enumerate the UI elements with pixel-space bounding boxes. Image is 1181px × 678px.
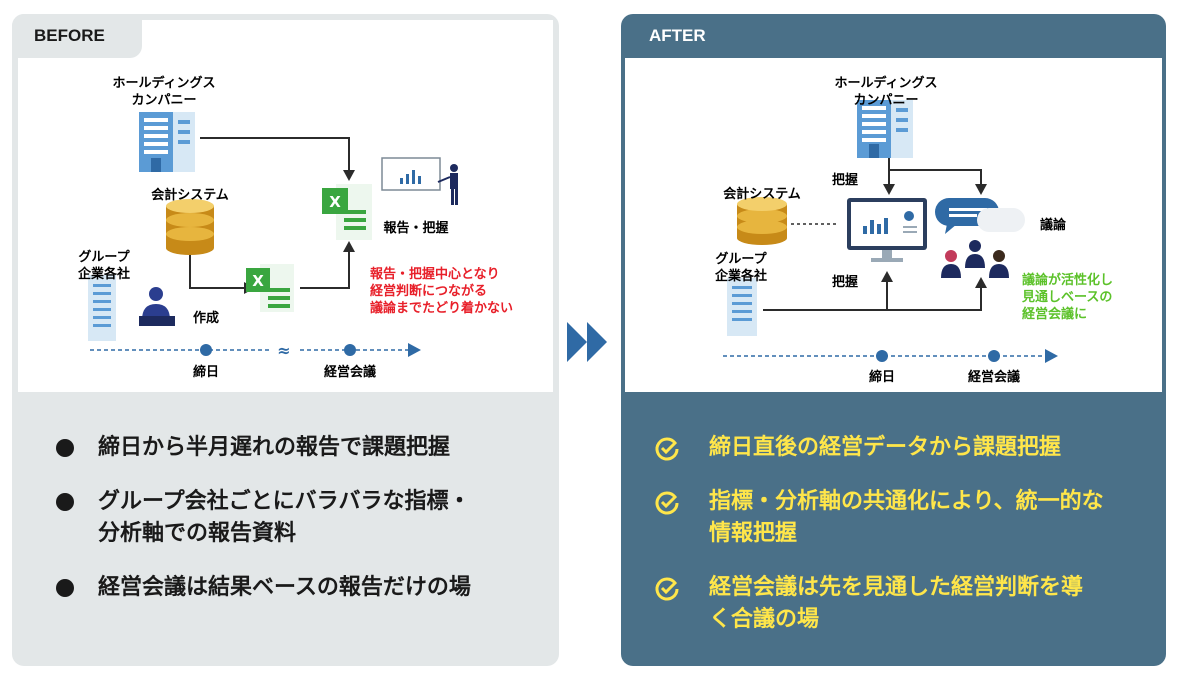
before-bullet-item: 経営会議は結果ベースの報告だけの場 [12, 572, 559, 604]
holdings-to-report-connector [200, 137, 350, 172]
timeline-arrow-head [408, 343, 421, 357]
building-icon [857, 100, 913, 158]
report-label: 報告・把握 [383, 220, 448, 236]
timeline-label-meeting: 経営会議 [324, 364, 376, 380]
bullet-dot-icon [56, 439, 74, 457]
timeline-point [200, 344, 212, 356]
check-circle-icon [655, 491, 679, 515]
building-icon [139, 112, 195, 172]
timeline-label-meeting: 経営会議 [968, 369, 1020, 385]
database-icon [166, 199, 214, 255]
discussion-label: 議論 [1040, 217, 1067, 233]
after-bullet-item: 締日直後の経営データから課題把握 [621, 432, 1166, 464]
before-bullet-item: グループ会社ごとにバラバラな指標・ 分析軸での報告資料 [12, 486, 559, 550]
timeline-arrow-head [1045, 349, 1058, 363]
company-building-icon [727, 278, 757, 336]
arrow-head [975, 184, 987, 195]
person-laptop-icon [139, 287, 175, 326]
group-to-discussion-connector [763, 286, 982, 311]
create-label: 作成 [193, 310, 219, 326]
transition-arrows-icon [567, 322, 607, 362]
before-tag: BEFORE [12, 14, 142, 58]
group-label-2: 企業各社 [714, 268, 767, 284]
group-label-2: 企業各社 [77, 266, 130, 282]
bullet-dot-icon [56, 579, 74, 597]
after-bullet-item: 指標・分析軸の共通化により、統一的な 情報把握 [621, 486, 1166, 550]
issue-text-2: 経営判断につながる [370, 283, 487, 299]
group-label-1: グループ [715, 251, 767, 267]
result-text-1: 議論が活性化し [1022, 272, 1113, 288]
file-to-report-connector [300, 250, 350, 289]
holdings-label-1: ホールディングス [834, 75, 937, 91]
holdings-label-1: ホールディングス [112, 75, 215, 91]
issue-text-3: 議論までたどり着かない [370, 300, 513, 316]
before-bullet-list: 締日から半月遅れの報告で課題把握 グループ会社ごとにバラバラな指標・ 分析軸での… [12, 432, 559, 604]
group-label-1: グループ [78, 249, 130, 265]
before-diagram: X X [18, 20, 553, 392]
issue-text-1: 報告・把握中心となり [370, 266, 500, 282]
after-diagram-svg: ホールディングス カンパニー 会計システム グループ 企業各社 把握 把握 議論… [714, 75, 1113, 385]
after-tag: AFTER [649, 26, 706, 45]
after-panel: AFTER [621, 14, 1166, 666]
chat-bubble-icon [935, 198, 1025, 234]
people-discussion-icon [941, 240, 1009, 278]
before-panel: X X [12, 14, 559, 666]
timeline-label-closing: 締日 [869, 369, 895, 385]
dashboard-monitor-icon [847, 198, 927, 262]
arrow-head [343, 170, 355, 181]
before-bullet-item: 締日から半月遅れの報告で課題把握 [12, 432, 559, 464]
bullet-dot-icon [56, 493, 74, 511]
check-circle-icon [655, 577, 679, 601]
timeline-label-closing: 締日 [193, 364, 219, 380]
database-icon [737, 197, 787, 245]
accounting-to-file-connector [189, 249, 246, 289]
timeline-point [988, 350, 1000, 362]
timeline-point [344, 344, 356, 356]
svg-text:X: X [329, 193, 341, 211]
spreadsheet-icon: X [246, 264, 294, 312]
svg-text:X: X [252, 272, 264, 290]
holdings-label-2: カンパニー [853, 93, 918, 108]
accounting-label: 会計システム [723, 186, 801, 202]
after-diagram: ホールディングス カンパニー 会計システム グループ 企業各社 把握 把握 議論… [625, 58, 1162, 392]
arrow-head [343, 241, 355, 252]
holdings-to-discussion-connector [889, 169, 982, 186]
arrow-head [975, 277, 987, 288]
timeline-break-icon: ≈ [277, 341, 290, 360]
report-spreadsheet-icon: X [322, 184, 372, 240]
check-circle-icon [655, 437, 679, 461]
grasp-label-top: 把握 [832, 172, 858, 188]
after-bullet-list: 締日直後の経営データから課題把握 指標・分析軸の共通化により、統一的な 情報把握… [621, 432, 1166, 636]
arrow-head [881, 271, 893, 282]
after-bullet-item: 経営会議は先を見通した経営判断を導 く合議の場 [621, 572, 1166, 636]
timeline-point [876, 350, 888, 362]
accounting-label: 会計システム [151, 187, 229, 203]
presentation-icon [381, 157, 458, 205]
before-diagram-svg: X X [77, 75, 513, 380]
result-text-3: 経営会議に [1022, 306, 1087, 322]
arrow-head [883, 184, 895, 195]
result-text-2: 見通しベースの [1021, 289, 1112, 305]
company-building-icon [88, 275, 116, 341]
grasp-label-bottom: 把握 [832, 274, 858, 290]
holdings-label-2: カンパニー [131, 93, 196, 108]
